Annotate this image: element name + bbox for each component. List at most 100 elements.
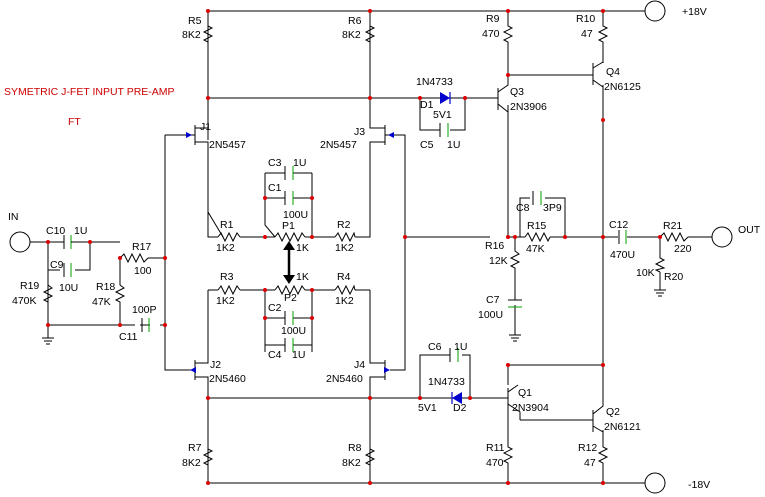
q3-value: 2N3906 bbox=[510, 101, 547, 113]
r6-value: 8K2 bbox=[342, 29, 361, 41]
capacitors bbox=[55, 123, 627, 362]
resistors bbox=[42, 22, 689, 470]
c7-value: 100U bbox=[478, 309, 503, 321]
j3-ref: J3 bbox=[354, 126, 365, 138]
c9-ref: C9 bbox=[50, 259, 64, 271]
r11-value: 470 bbox=[486, 457, 504, 469]
r20-value: 10K bbox=[636, 267, 655, 279]
c7-ref: C7 bbox=[486, 294, 500, 306]
q1-ref: Q1 bbox=[518, 387, 532, 399]
port-vpos-label: +18V bbox=[682, 6, 707, 18]
q3-ref: Q3 bbox=[510, 86, 524, 98]
j4-ref: J4 bbox=[354, 359, 365, 371]
input-terminal bbox=[9, 231, 31, 253]
r5-value: 8K2 bbox=[182, 29, 201, 41]
c6-value: 1U bbox=[454, 341, 467, 353]
c3-value: 1U bbox=[293, 157, 306, 169]
ports bbox=[9, 0, 733, 494]
p1-ref: P1 bbox=[282, 220, 295, 232]
c11-ref: C11 bbox=[119, 331, 138, 343]
d2-ref: D2 bbox=[453, 402, 467, 414]
c10-value: 1U bbox=[74, 225, 87, 237]
r18-value: 47K bbox=[92, 296, 111, 308]
p2-ref: P2 bbox=[284, 292, 297, 304]
r17-value: 100 bbox=[134, 265, 152, 277]
c4-value: 1U bbox=[292, 349, 305, 361]
j1-value: 2N5457 bbox=[209, 139, 246, 151]
c2-value: 100U bbox=[281, 325, 306, 337]
r15-value: 47K bbox=[526, 243, 545, 255]
q2-value: 2N6121 bbox=[604, 421, 641, 433]
zener-diodes bbox=[440, 92, 462, 404]
c8-ref: C8 bbox=[516, 202, 530, 214]
r21-value: 220 bbox=[674, 243, 692, 255]
r10-value: 47 bbox=[581, 28, 593, 40]
r20-ref: R20 bbox=[664, 271, 683, 283]
r1-value: 1K2 bbox=[216, 242, 235, 254]
d2-value: 5V1 bbox=[418, 402, 437, 414]
c2-ref: C2 bbox=[268, 302, 282, 314]
r19-ref: R19 bbox=[20, 280, 39, 292]
c10-ref: C10 bbox=[46, 225, 65, 237]
port-in-label: IN bbox=[8, 211, 19, 223]
q4-ref: Q4 bbox=[606, 66, 620, 78]
output-terminal bbox=[711, 226, 733, 248]
c3-ref: C3 bbox=[268, 157, 282, 169]
r2-value: 1K2 bbox=[335, 242, 354, 254]
c12-value: 470U bbox=[610, 249, 635, 261]
p1-value: 1K bbox=[296, 242, 309, 254]
c5-value: 1U bbox=[447, 139, 460, 151]
r3-value: 1K2 bbox=[216, 295, 235, 307]
j4-value: 2N5460 bbox=[326, 373, 363, 385]
r17-ref: R17 bbox=[132, 241, 151, 253]
r9-value: 470 bbox=[482, 28, 500, 40]
r10-ref: R10 bbox=[576, 13, 595, 25]
vpos-terminal bbox=[644, 0, 666, 22]
q4-value: 2N6125 bbox=[604, 81, 641, 93]
ground-symbols bbox=[42, 289, 666, 345]
r12-ref: R12 bbox=[578, 442, 597, 454]
r1-ref: R1 bbox=[220, 219, 234, 231]
pot-gang-arrow bbox=[283, 241, 295, 284]
c4-ref: C4 bbox=[268, 349, 282, 361]
c12-ref: C12 bbox=[609, 219, 628, 231]
q2-ref: Q2 bbox=[606, 406, 620, 418]
wiring bbox=[30, 10, 712, 484]
r4-value: 1K2 bbox=[335, 295, 354, 307]
j1-ref: J1 bbox=[200, 121, 211, 133]
r5-ref: R5 bbox=[188, 15, 202, 27]
jfet-symbols bbox=[186, 118, 394, 385]
c11-value: 100P bbox=[132, 304, 157, 316]
r19-value: 470K bbox=[12, 295, 37, 307]
r7-value: 8K2 bbox=[182, 457, 201, 469]
r8-ref: R8 bbox=[348, 442, 362, 454]
d2-part: 1N4733 bbox=[428, 376, 465, 388]
port-vneg-label: -18V bbox=[688, 479, 710, 491]
d1-ref: D1 bbox=[420, 99, 434, 111]
c8-value: 3P9 bbox=[543, 202, 562, 214]
j3-value: 2N5457 bbox=[320, 139, 357, 151]
r18-ref: R18 bbox=[96, 281, 115, 293]
r7-ref: R7 bbox=[188, 442, 202, 454]
r15-ref: R15 bbox=[527, 220, 546, 232]
r6-ref: R6 bbox=[348, 15, 362, 27]
p2-value: 1K bbox=[296, 271, 309, 283]
q1-value: 2N3904 bbox=[512, 402, 549, 414]
r2-ref: R2 bbox=[337, 219, 351, 231]
r3-ref: R3 bbox=[220, 271, 234, 283]
r12-value: 47 bbox=[584, 457, 596, 469]
j2-value: 2N5460 bbox=[209, 373, 246, 385]
j2-ref: J2 bbox=[210, 359, 221, 371]
d1-value: 5V1 bbox=[433, 109, 452, 121]
r4-ref: R4 bbox=[337, 271, 351, 283]
port-out-label: OUT bbox=[738, 224, 761, 236]
author-initials: FT bbox=[68, 116, 81, 128]
r21-ref: R21 bbox=[663, 220, 682, 232]
bjt-symbols bbox=[490, 61, 604, 433]
r9-ref: R9 bbox=[486, 13, 500, 25]
r8-value: 8K2 bbox=[342, 457, 361, 469]
schematic-title: SYMETRIC J-FET INPUT PRE-AMP bbox=[4, 86, 175, 98]
c9-value: 10U bbox=[59, 282, 78, 294]
c5-ref: C5 bbox=[420, 139, 434, 151]
